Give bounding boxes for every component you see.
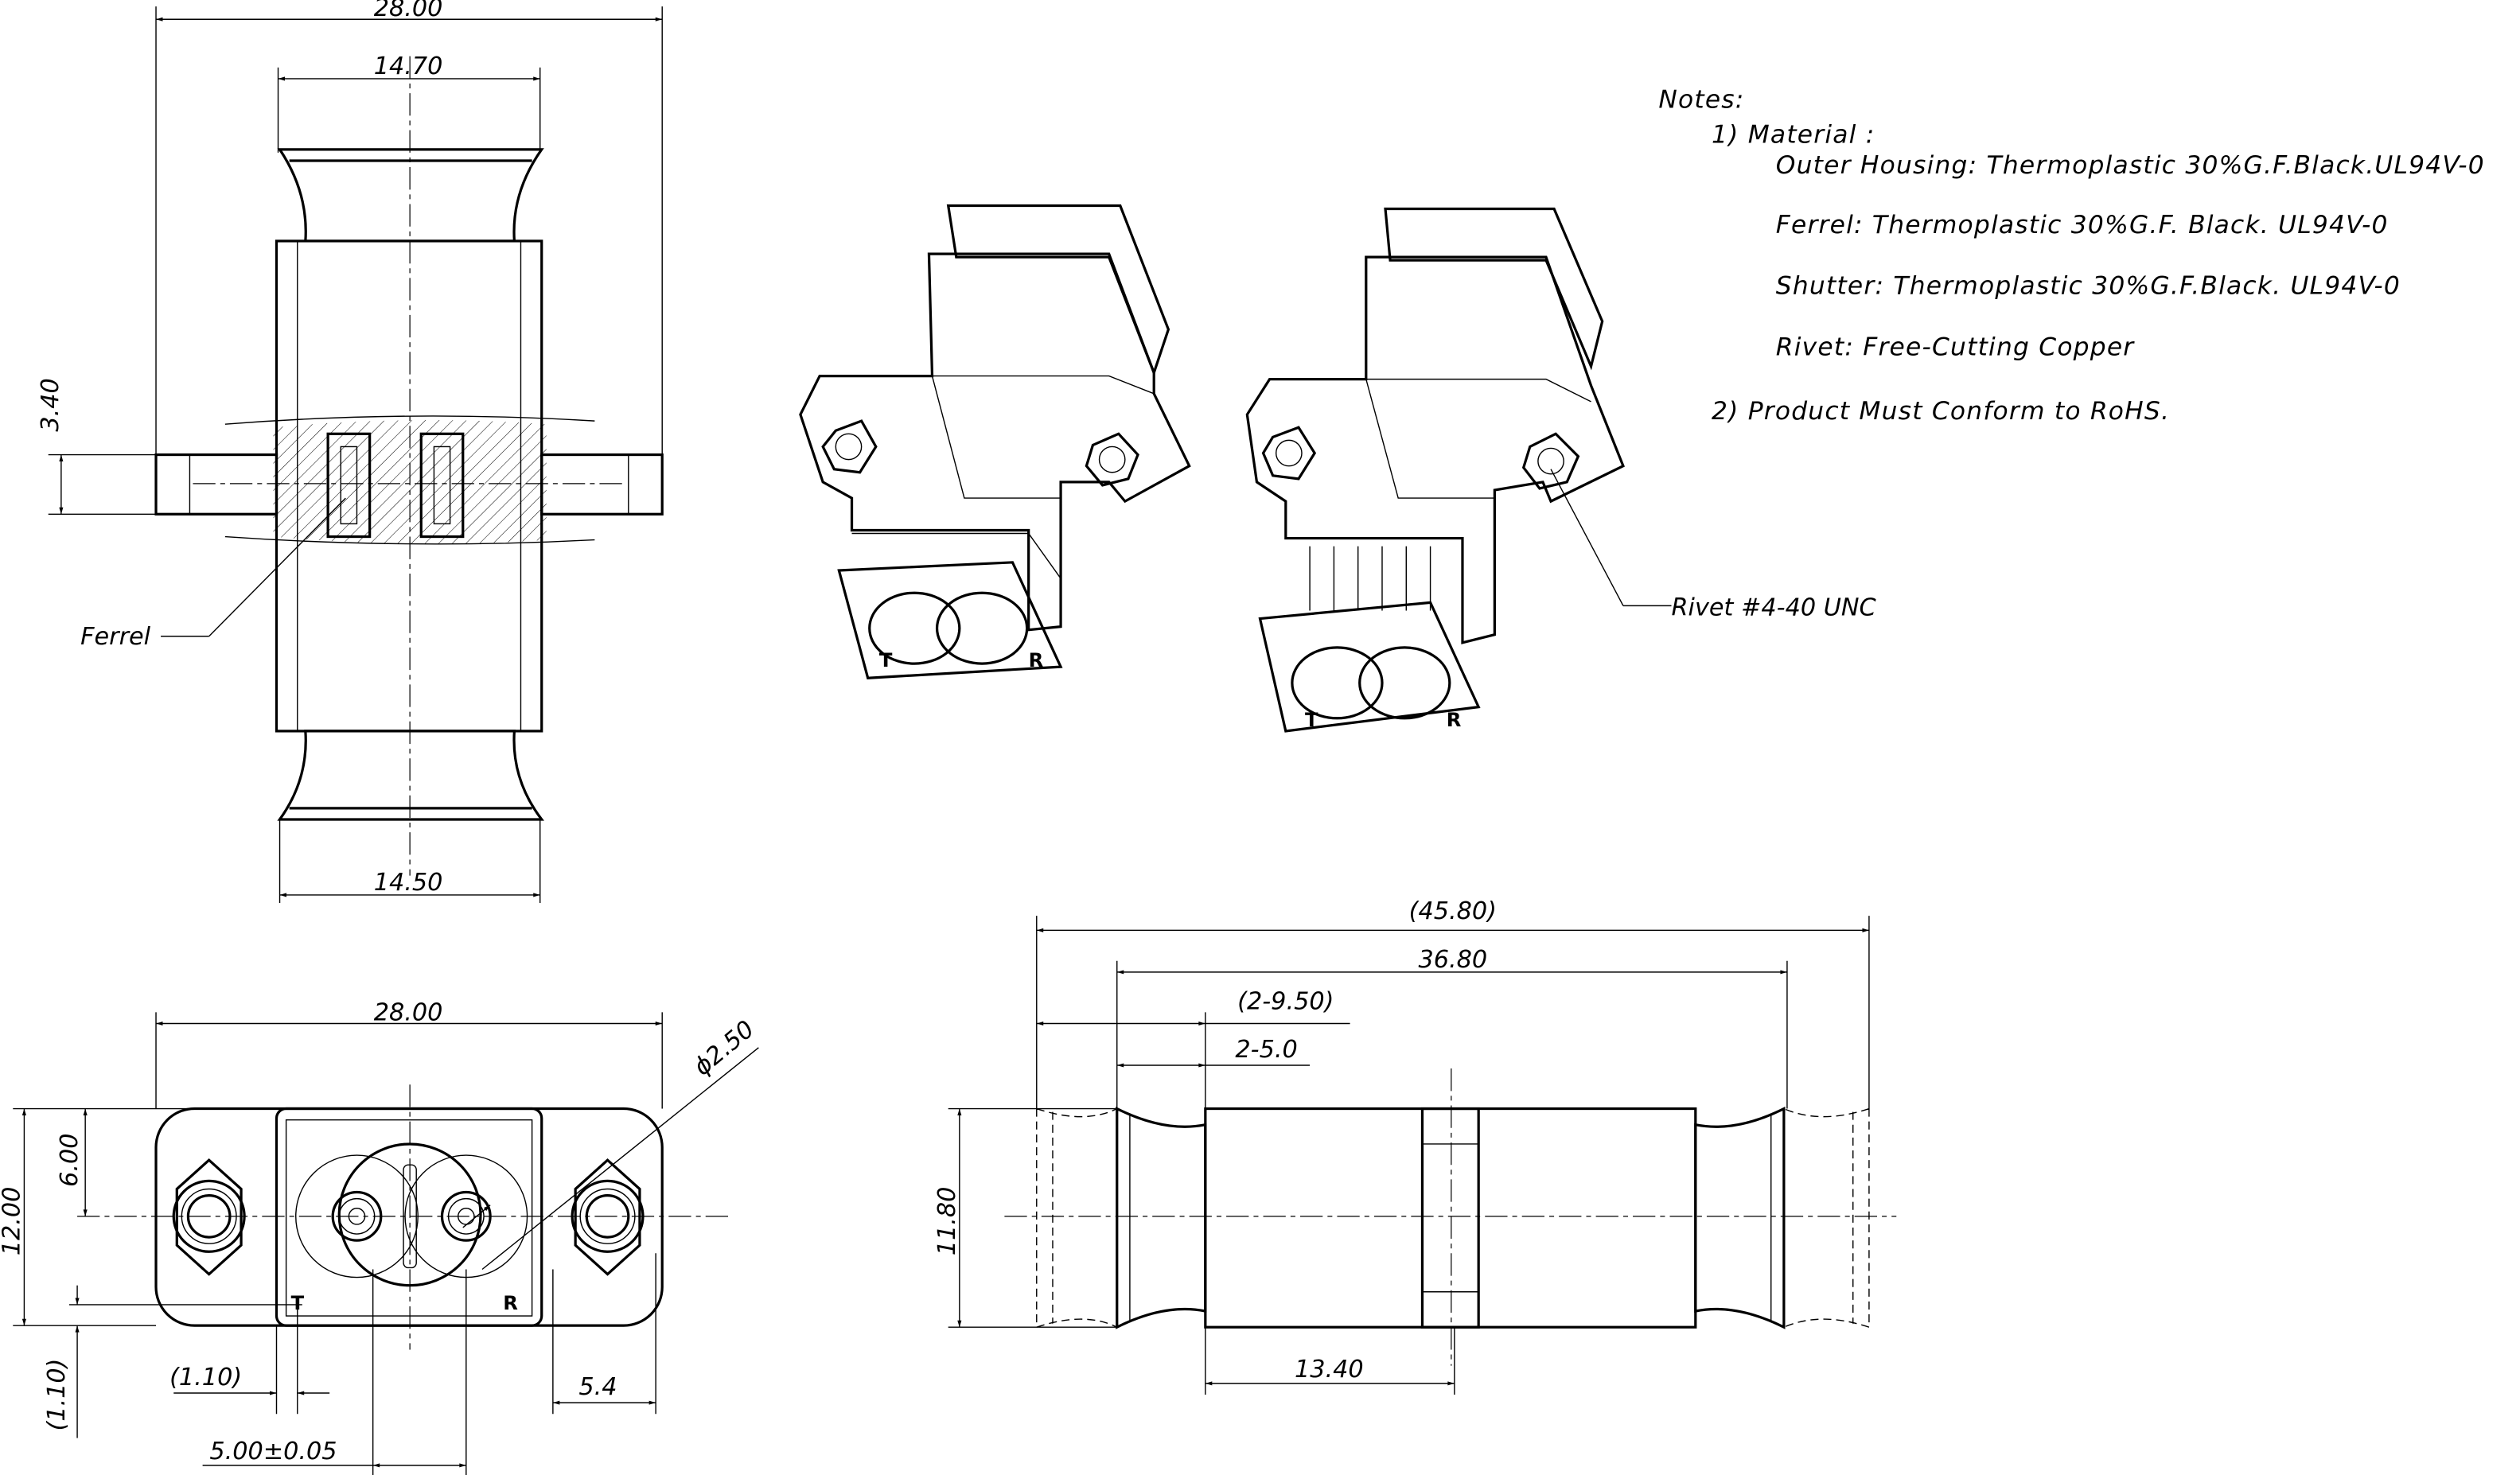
isometric-view-left: T R [799, 204, 1191, 679]
dim-side-height: 11.80 [933, 1187, 961, 1256]
dim-nut-offset: 5.4 [578, 1373, 617, 1401]
dim-offset-horizontal: (1.10) [169, 1364, 242, 1391]
dim-top-flange: 14.70 [374, 53, 443, 80]
label-t: T [291, 1292, 305, 1314]
callout-ferrel: Ferrel [80, 623, 151, 651]
callout-rivet: Rivet #4-40 UNC [1672, 594, 1877, 622]
iso-label-t-2: T [1305, 709, 1318, 731]
side-view: (45.80) 36.80 (2-9.50) 2-5.0 11.80 13.40 [933, 897, 1897, 1395]
top-view: 28.00 14.70 3.40 Ferrel [37, 0, 664, 904]
note-ferrel: Ferrel: Thermoplastic 30%G.F. Black. UL9… [1776, 211, 2389, 239]
note-rivet: Rivet: Free-Cutting Copper [1776, 333, 2136, 361]
isometric-view-right: T R Rivet #4-40 UNC [1245, 207, 1877, 733]
dim-overall-width: 28.00 [374, 0, 443, 22]
note-outer-housing: Outer Housing: Thermoplastic 30%G.F.Blac… [1776, 151, 2485, 180]
note-material: 1) Material : [1712, 121, 1875, 150]
dim-stub-height: 3.40 [37, 378, 64, 431]
iso-label-t: T [879, 649, 893, 671]
dim-overall-length: (45.80) [1409, 897, 1497, 925]
iso-label-r-2: R [1447, 709, 1462, 731]
iso-label-r: R [1029, 649, 1044, 671]
note-rohs: 2) Product Must Conform to RoHS. [1712, 397, 2170, 426]
dim-front-width: 28.00 [374, 998, 443, 1026]
notes-block: Notes: 1) Material : Outer Housing: Ther… [1658, 85, 2485, 426]
dim-offset-vertical: (1.10) [43, 1358, 71, 1430]
dim-front-height: 12.00 [0, 1187, 25, 1256]
dim-bottom-flange: 14.50 [374, 869, 443, 897]
dim-body-length: 36.80 [1419, 946, 1488, 974]
label-r: R [503, 1292, 518, 1314]
notes-heading: Notes: [1658, 85, 1744, 114]
front-view: 28.00 T R ϕ2.50 12.00 6.00 (1.10) [0, 998, 760, 1475]
dim-bore-diameter: ϕ2.50 [688, 1015, 759, 1081]
note-shutter: Shutter: Thermoplastic 30%G.F.Black. UL9… [1776, 272, 2401, 301]
dim-half-height: 6.00 [56, 1133, 84, 1186]
dim-center-length: 13.40 [1295, 1356, 1364, 1384]
dim-flare-outer: (2-9.50) [1237, 987, 1334, 1015]
dim-hole-pitch: 5.00±0.05 [209, 1438, 337, 1465]
dim-flare-inner: 2-5.0 [1235, 1036, 1297, 1064]
